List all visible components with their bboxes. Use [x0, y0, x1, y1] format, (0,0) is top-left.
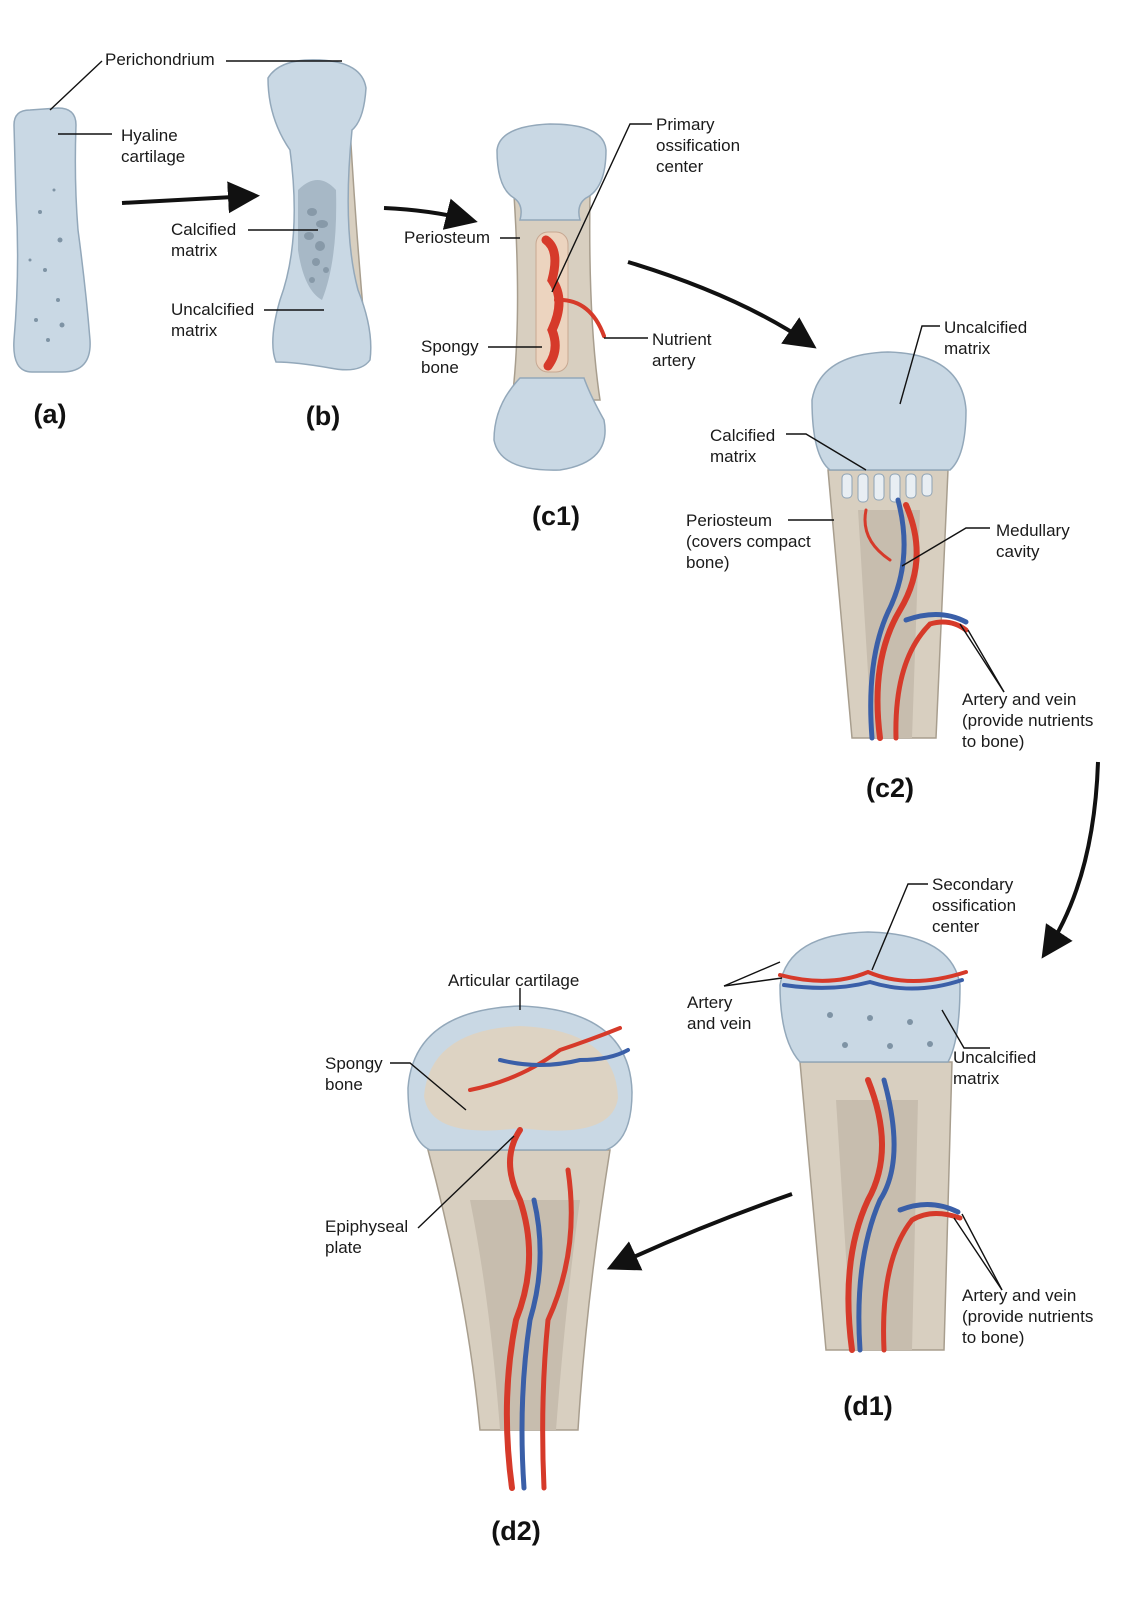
label-spongy-bone-c1-line2: bone — [421, 358, 459, 377]
label-medullary-cavity-line2: cavity — [996, 542, 1040, 561]
label-primary-ossification-line3: center — [656, 157, 704, 176]
label-hyaline-cartilage-line2: cartilage — [121, 147, 185, 166]
label-nutrient-artery-line1: Nutrient — [652, 330, 712, 349]
label-uncalcified-matrix-d1-line2: matrix — [953, 1069, 1000, 1088]
stage-b-calcifying-model — [267, 59, 372, 371]
leader-lines — [49, 60, 1005, 1291]
stage-c1-primary-ossification — [493, 123, 607, 471]
label-artery-vein-d1-line3: to bone) — [962, 1328, 1024, 1347]
label-perichondrium: Perichondrium — [105, 50, 215, 69]
label-spongy-bone-c1-line1: Spongy — [421, 337, 479, 356]
label-artery-vein-c2-line2: (provide nutrients — [962, 711, 1093, 730]
label-artery-vein-d1-top-line1: Artery — [687, 993, 733, 1012]
label-uncalcified-matrix-c2-line2: matrix — [944, 339, 991, 358]
label-calcified-matrix-c2-line1: Calcified — [710, 426, 775, 445]
arrow-c2-to-d1 — [1041, 761, 1100, 959]
label-calcified-matrix-c2-line2: matrix — [710, 447, 757, 466]
label-secondary-ossification-line2: ossification — [932, 896, 1016, 915]
label-hyaline-cartilage-line1: Hyaline — [121, 126, 178, 145]
caption-c2: (c2) — [866, 773, 914, 803]
label-periosteum-c1: Periosteum — [404, 228, 490, 247]
stage-d2-mature-bone — [407, 1005, 633, 1491]
label-periosteum-c2-line3: bone) — [686, 553, 729, 572]
arrow-d1-to-d2 — [606, 1192, 793, 1271]
stage-captions: (a) (b) (c1) (c2) (d1) (d2) — [34, 399, 915, 1546]
label-artery-vein-d1-line1: Artery and vein — [962, 1286, 1076, 1305]
label-spongy-bone-d2-line1: Spongy — [325, 1054, 383, 1073]
label-periosteum-c2-line1: Periosteum — [686, 511, 772, 530]
caption-d1: (d1) — [843, 1391, 893, 1421]
label-artery-vein-c2-line1: Artery and vein — [962, 690, 1076, 709]
caption-b: (b) — [306, 401, 340, 431]
label-primary-ossification-line1: Primary — [656, 115, 715, 134]
arrow-a-to-b — [121, 181, 260, 214]
caption-a: (a) — [34, 399, 67, 429]
stage-c2-medullary-cavity — [811, 351, 969, 741]
label-epiphyseal-plate-line1: Epiphyseal — [325, 1217, 408, 1236]
label-medullary-cavity-line1: Medullary — [996, 521, 1070, 540]
label-uncalcified-matrix-b-line2: matrix — [171, 321, 218, 340]
label-primary-ossification-line2: ossification — [656, 136, 740, 155]
label-uncalcified-matrix-d1-line1: Uncalcified — [953, 1048, 1036, 1067]
label-secondary-ossification-line3: center — [932, 917, 980, 936]
stage-a-cartilage-model — [13, 107, 91, 373]
label-articular-cartilage: Articular cartilage — [448, 971, 579, 990]
label-spongy-bone-d2-line2: bone — [325, 1075, 363, 1094]
caption-c1: (c1) — [532, 501, 580, 531]
label-artery-vein-c2-line3: to bone) — [962, 732, 1024, 751]
label-epiphyseal-plate-line2: plate — [325, 1238, 362, 1257]
label-calcified-matrix-b-line1: Calcified — [171, 220, 236, 239]
caption-d2: (d2) — [491, 1516, 541, 1546]
label-secondary-ossification-line1: Secondary — [932, 875, 1014, 894]
label-artery-vein-d1-line2: (provide nutrients — [962, 1307, 1093, 1326]
labels: Perichondrium Hyaline cartilage Calcifie… — [105, 50, 1093, 1347]
label-periosteum-c2-line2: (covers compact — [686, 532, 811, 551]
arrow-c1-to-c2 — [627, 260, 817, 349]
arrow-b-to-c1 — [383, 198, 478, 230]
label-calcified-matrix-b-line2: matrix — [171, 241, 218, 260]
label-nutrient-artery-line2: artery — [652, 351, 696, 370]
label-artery-vein-d1-top-line2: and vein — [687, 1014, 751, 1033]
process-arrows — [121, 181, 1100, 1271]
label-uncalcified-matrix-b-line1: Uncalcified — [171, 300, 254, 319]
stage-d1-secondary-ossification — [778, 931, 968, 1353]
label-uncalcified-matrix-c2-line1: Uncalcified — [944, 318, 1027, 337]
